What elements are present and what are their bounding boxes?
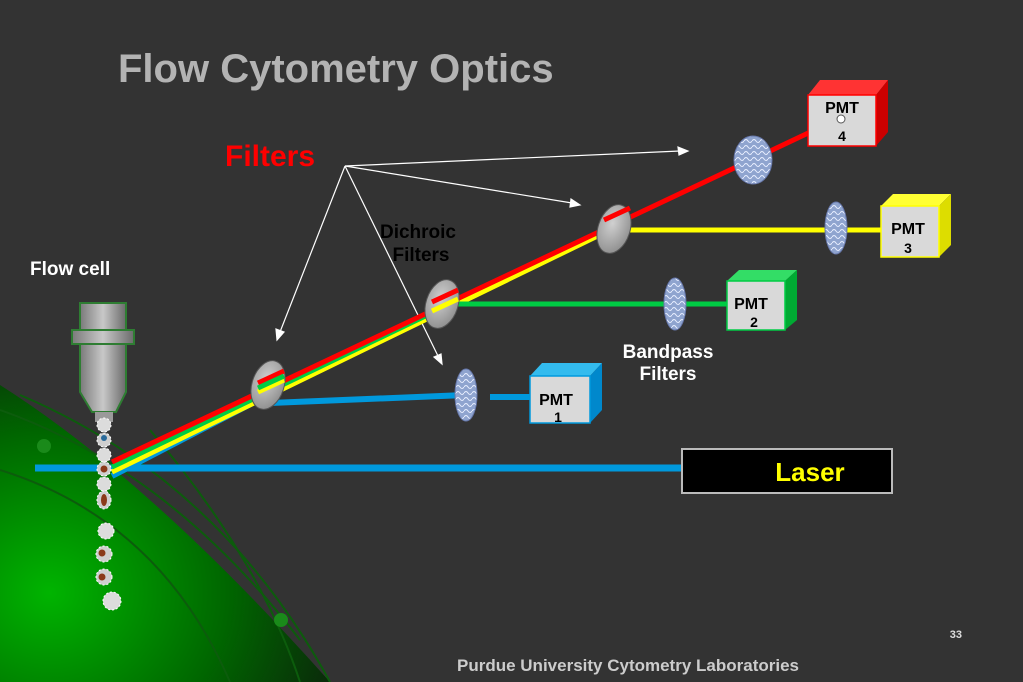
bandpass-label-line2: Filters <box>639 364 696 385</box>
bandpass-filters <box>454 135 848 422</box>
filters-label: Filters <box>225 140 315 173</box>
pmt-2-number: 2 <box>750 314 758 330</box>
slide-title: Flow Cytometry Optics <box>118 47 554 91</box>
pmt-2: PMT 2 <box>726 270 797 331</box>
pmt-3-number: 3 <box>904 240 912 256</box>
page-number: 33 <box>950 629 962 641</box>
beam-red <box>110 115 842 465</box>
laser: Laser <box>681 448 893 494</box>
pmt-4-number: 4 <box>838 128 846 144</box>
pmt-2-label: PMT <box>734 296 768 313</box>
bandpass-filter-4 <box>733 135 773 185</box>
pmt-1-number: 1 <box>554 409 562 425</box>
dichroic-label-line2: Filters <box>392 245 449 266</box>
cell-stream <box>95 417 122 611</box>
footer-text: Purdue University Cytometry Laboratories <box>457 656 799 675</box>
bandpass-filter-3 <box>824 201 848 255</box>
pmt-3-label: PMT <box>891 221 925 238</box>
flow-cell <box>71 302 135 422</box>
pmt-3: PMT 3 <box>880 194 951 258</box>
beam-yellow <box>110 225 616 475</box>
pmt-4: PMT 4 <box>807 80 888 147</box>
background-decoration <box>0 385 331 682</box>
pmt-1: PMT 1 <box>529 363 602 425</box>
filter-arrows <box>275 146 690 366</box>
bandpass-filter-2 <box>663 277 687 331</box>
pmt-4-label: PMT <box>825 100 859 117</box>
bandpass-filter-1 <box>454 368 478 422</box>
dichroic-label-line1: Dichroic <box>380 222 456 243</box>
bandpass-label-line1: Bandpass <box>623 342 714 363</box>
flow-cell-label: Flow cell <box>30 259 110 280</box>
pmt-1-label: PMT <box>539 392 573 409</box>
laser-label: Laser <box>775 457 844 487</box>
